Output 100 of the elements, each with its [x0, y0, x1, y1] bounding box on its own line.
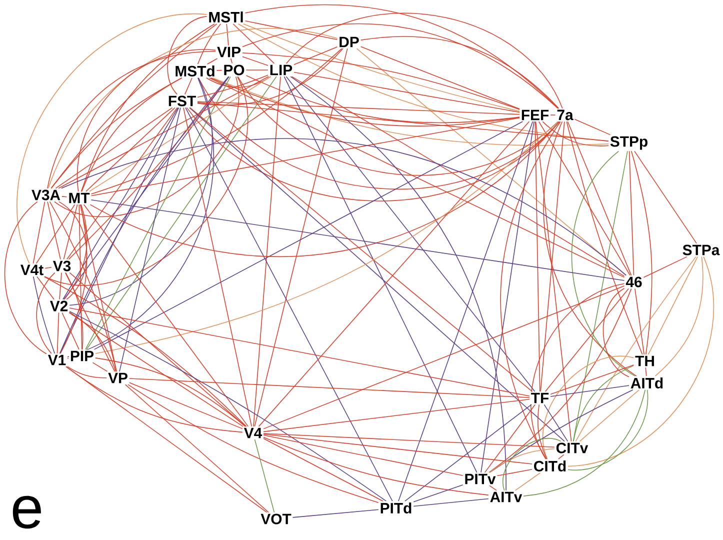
connection-line	[44, 76, 248, 286]
connection-line	[32, 276, 56, 354]
connection-line	[550, 364, 634, 395]
connection-line	[489, 448, 555, 473]
connection-line	[254, 48, 348, 427]
connection-line	[189, 107, 565, 442]
connection-line	[90, 199, 625, 281]
connection-line	[292, 76, 625, 277]
connection-line	[242, 56, 268, 66]
connection-line	[64, 272, 116, 372]
area-label: VP	[107, 372, 130, 384]
connection-line	[128, 378, 530, 398]
connection-line	[244, 20, 338, 40]
connection-line	[16, 14, 208, 264]
connection-line	[243, 23, 520, 112]
connection-line	[185, 107, 393, 502]
connection-line	[488, 288, 632, 473]
connection-line	[62, 196, 68, 198]
connection-line	[59, 272, 62, 300]
area-label: STPp	[608, 135, 650, 151]
area-label: TF	[530, 392, 550, 404]
connection-line	[567, 121, 632, 276]
area-label: MSTd	[174, 64, 216, 78]
connection-line	[50, 23, 218, 189]
connection-line	[294, 46, 338, 66]
connection-line	[65, 366, 243, 433]
connection-line	[232, 23, 275, 64]
connection-line	[197, 74, 268, 98]
connection-line	[242, 23, 558, 109]
connection-line	[413, 484, 464, 502]
connection-line	[489, 389, 634, 473]
connection-line	[286, 76, 536, 392]
connection-line	[47, 201, 61, 260]
connection-line	[36, 204, 76, 264]
area-label: PIP	[68, 350, 96, 362]
connection-line	[263, 434, 464, 476]
connection-line	[184, 77, 192, 95]
area-label: V3	[52, 260, 72, 272]
connection-line	[226, 23, 229, 46]
connection-line	[542, 121, 609, 146]
area-label: STPa	[681, 244, 721, 256]
area-label: VIP	[216, 46, 242, 58]
connection-line	[544, 288, 629, 392]
connection-line	[128, 382, 243, 430]
connection-line	[64, 76, 230, 300]
area-label: TH	[634, 354, 656, 368]
area-label: PO	[222, 64, 246, 76]
connection-line	[263, 434, 532, 464]
connection-line	[284, 76, 478, 473]
connection-line	[242, 52, 520, 110]
connection-line	[356, 48, 626, 276]
connection-line	[630, 150, 652, 355]
connection-line	[538, 121, 630, 276]
connection-line	[568, 256, 714, 467]
area-label: PITd	[378, 501, 414, 515]
connection-line	[537, 404, 548, 460]
connection-line	[574, 118, 611, 136]
connection-line	[480, 121, 534, 473]
connection-line	[69, 312, 116, 372]
connection-line	[230, 58, 233, 64]
connection-line	[68, 312, 244, 427]
connection-line	[55, 107, 173, 189]
area-label: PITv	[463, 472, 497, 486]
area-label: V4	[242, 426, 264, 440]
panel-letter: e	[12, 496, 41, 529]
area-label: 46	[624, 276, 644, 288]
connection-line	[48, 28, 338, 189]
connection-line	[500, 121, 561, 460]
area-label: AITd	[629, 376, 665, 390]
connection-line	[63, 204, 78, 260]
connection-line	[294, 72, 520, 113]
connection-line	[80, 204, 117, 372]
connection-line	[183, 107, 252, 427]
area-label: V4t	[19, 264, 45, 276]
connection-line	[208, 77, 625, 278]
area-label: MSTl	[207, 10, 245, 24]
connection-line	[535, 121, 572, 442]
connection-line	[398, 121, 534, 502]
connection-line	[49, 201, 117, 372]
area-label: V1	[46, 354, 68, 366]
connection-line	[360, 36, 560, 109]
area-label: DP	[338, 36, 360, 48]
connection-line	[543, 121, 637, 376]
connection-line	[558, 454, 564, 460]
connection-line	[568, 389, 648, 470]
connection-line	[643, 256, 688, 278]
area-label: V3A	[30, 188, 62, 202]
connection-line	[4, 201, 47, 354]
connection-line	[76, 49, 216, 192]
area-label: CITv	[554, 442, 590, 454]
connection-line	[197, 101, 520, 115]
connection-line	[60, 107, 180, 354]
connection-line	[212, 77, 609, 146]
area-label: AITv	[488, 490, 524, 504]
connection-line	[90, 121, 560, 256]
connection-line	[47, 51, 216, 189]
connection-line	[65, 272, 84, 350]
connection-line	[634, 288, 644, 355]
connection-line	[78, 204, 82, 350]
connection-line	[550, 385, 630, 397]
